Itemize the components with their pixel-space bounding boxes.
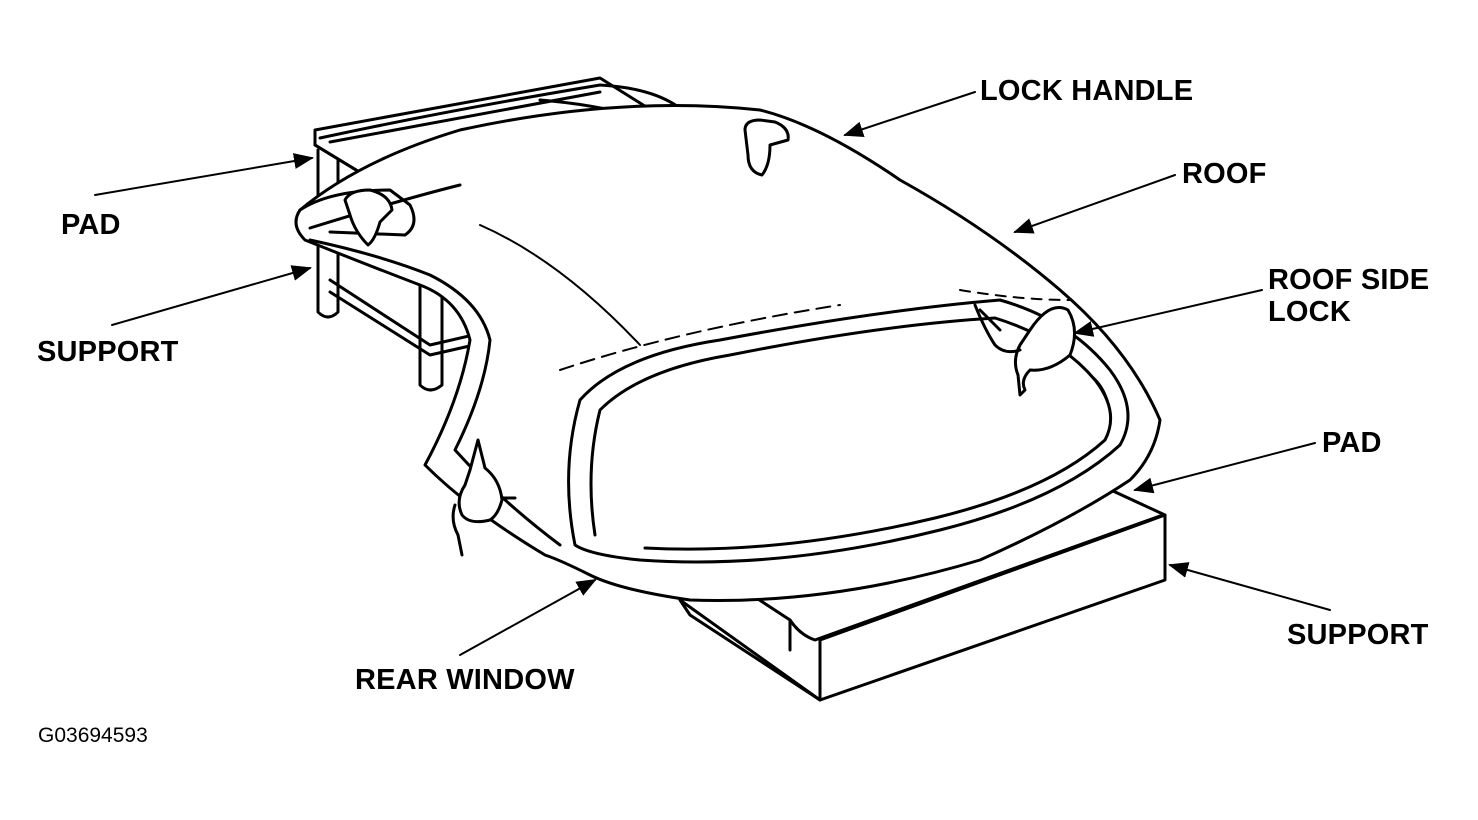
- label-roof-side-lock-line2: LOCK: [1268, 296, 1351, 328]
- label-lock-handle: LOCK HANDLE: [980, 75, 1194, 107]
- arrow-pad-left: [94, 153, 314, 196]
- label-support-left: SUPPORT: [37, 336, 179, 368]
- arrow-roof-side-lock: [1073, 289, 1263, 337]
- arrow-support-left: [111, 265, 312, 326]
- label-pad-left: PAD: [61, 209, 121, 241]
- label-support-right: SUPPORT: [1287, 619, 1429, 651]
- arrow-rear-window: [459, 579, 597, 656]
- label-roof: ROOF: [1182, 158, 1267, 190]
- label-roof-side-lock-line1: ROOF SIDE: [1268, 264, 1430, 296]
- arrow-roof: [1013, 174, 1176, 234]
- arrow-lock-handle: [843, 91, 976, 137]
- arrow-pad-right: [1133, 442, 1316, 494]
- label-pad-right: PAD: [1322, 427, 1382, 459]
- label-rear-window: REAR WINDOW: [355, 664, 575, 696]
- arrow-support-right: [1168, 562, 1331, 611]
- figure-id: G03694593: [38, 724, 148, 747]
- leader-arrows: [94, 91, 1331, 656]
- hardtop-roof: [294, 104, 1162, 602]
